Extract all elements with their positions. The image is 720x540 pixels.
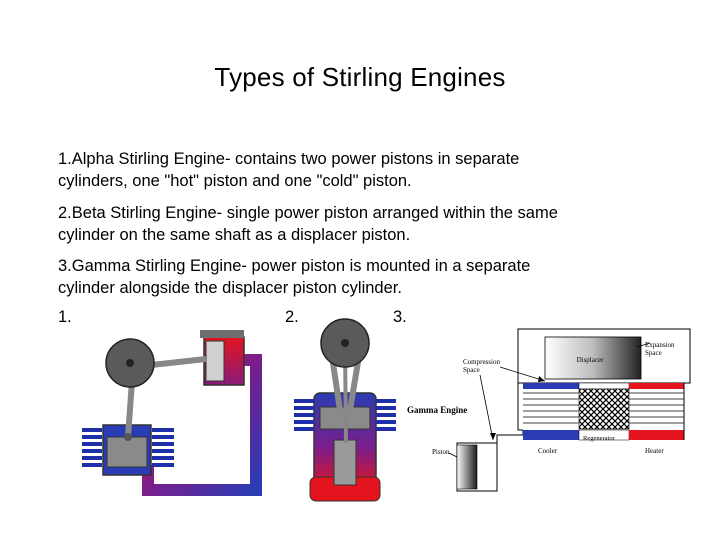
item-gamma-line2: cylinder alongside the displacer piston … <box>58 279 402 297</box>
item-beta: 2.Beta Stirling Engine- single power pis… <box>58 202 658 246</box>
beta-displacer <box>333 439 357 486</box>
gamma-regenerator <box>578 388 630 430</box>
gamma-compression-label-2: Space <box>463 366 480 374</box>
gamma-heater-label: Heater <box>645 447 664 455</box>
item-gamma-line1: 3.Gamma Stirling Engine- power piston is… <box>58 257 531 275</box>
item-beta-line1: 2.Beta Stirling Engine- single power pis… <box>58 204 558 222</box>
item-alpha-line2: cylinders, one "hot" piston and one "col… <box>58 172 412 190</box>
beta-engine-diagram <box>294 318 396 502</box>
figure-number-3: 3. <box>393 308 407 326</box>
alpha-cold-fins <box>82 428 174 467</box>
gamma-cooler-label: Cooler <box>538 447 558 455</box>
alpha-transfer-pipe <box>142 354 262 496</box>
alpha-hot-piston <box>205 340 225 382</box>
gamma-displacer <box>544 336 642 380</box>
slide-title: Types of Stirling Engines <box>214 62 506 92</box>
gamma-engine-diagram: Displacer Expansion Space Compression Sp… <box>407 328 691 492</box>
gamma-piston-label: Piston <box>432 448 450 456</box>
gamma-heater <box>629 430 684 440</box>
gamma-expansion-label-1: Expansion <box>645 341 675 349</box>
item-gamma: 3.Gamma Stirling Engine- power piston is… <box>58 255 658 299</box>
item-beta-line2: cylinder on the same shaft as a displace… <box>58 226 411 244</box>
gamma-regenerator-label: Regenerator <box>583 435 616 442</box>
gamma-power-piston <box>456 444 478 490</box>
alpha-engine-diagram <box>82 330 262 496</box>
figure-number-1: 1. <box>58 308 72 326</box>
gamma-compression-label-1: Compression <box>463 358 500 366</box>
gamma-expansion-label-2: Space <box>645 349 662 357</box>
gamma-displacer-label: Displacer <box>577 356 604 364</box>
beta-cold-fins <box>294 399 396 431</box>
figure-number-2: 2. <box>285 308 299 326</box>
gamma-engine-title: Gamma Engine <box>407 405 467 415</box>
item-alpha-line1: 1.Alpha Stirling Engine- contains two po… <box>58 150 520 168</box>
item-alpha: 1.Alpha Stirling Engine- contains two po… <box>58 148 658 192</box>
gamma-cooler <box>523 430 579 440</box>
alpha-cold-piston <box>106 436 148 468</box>
